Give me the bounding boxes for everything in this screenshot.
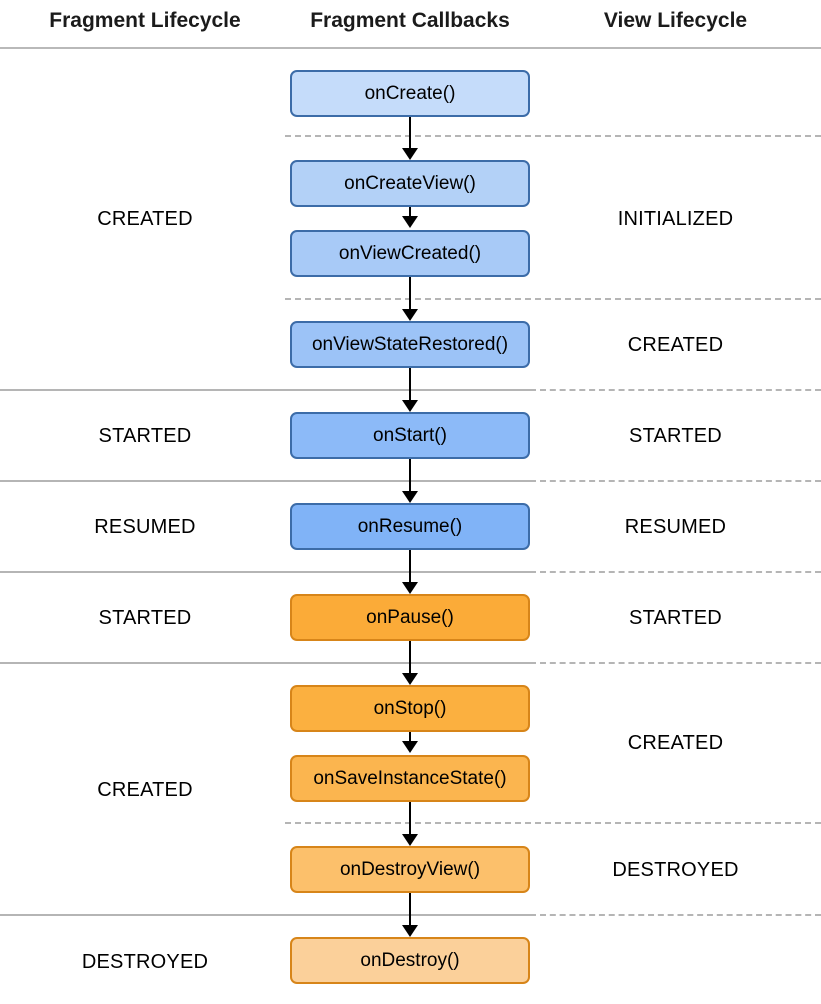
- arrow-head-4: [402, 400, 418, 412]
- view-state-initialized: INITIALIZED: [617, 208, 734, 230]
- arrow-head-9: [402, 834, 418, 846]
- view-state-destroyed: DESTROYED: [612, 859, 739, 881]
- fragment-state-started-1: STARTED: [98, 425, 192, 447]
- callback-box-onpause[interactable]: onPause(): [290, 594, 530, 641]
- arrow-line-7: [409, 641, 411, 674]
- arrow-line-2: [409, 207, 411, 218]
- arrow-head-7: [402, 673, 418, 685]
- divider-solid-started-created: [0, 662, 536, 664]
- arrow-head-5: [402, 491, 418, 503]
- callback-label-ondestroyview: onDestroyView(): [339, 858, 481, 880]
- divider-dashed-created-destroyed: [540, 914, 821, 916]
- divider-dashed-started-created: [540, 662, 821, 664]
- callback-label-onsaveinstancestate: onSaveInstanceState(): [313, 767, 507, 789]
- view-state-resumed: RESUMED: [624, 516, 727, 538]
- callback-label-onviewstaterestored: onViewStateRestored(): [311, 333, 509, 355]
- arrow-line-4: [409, 368, 411, 401]
- arrow-head-1: [402, 148, 418, 160]
- divider-solid-created-destroyed: [0, 914, 536, 916]
- callback-box-onstop[interactable]: onStop(): [290, 685, 530, 732]
- arrow-line-3: [409, 277, 411, 310]
- callback-label-onstart: onStart(): [373, 424, 447, 446]
- view-state-started-2: STARTED: [629, 607, 722, 629]
- diagram-header: Fragment Lifecycle Fragment Callbacks Vi…: [0, 0, 821, 47]
- arrow-head-3: [402, 309, 418, 321]
- arrow-head-6: [402, 582, 418, 594]
- arrow-line-6: [409, 550, 411, 583]
- arrow-line-10: [409, 893, 411, 926]
- callback-box-onviewstaterestored[interactable]: onViewStateRestored(): [290, 321, 530, 368]
- fragment-state-destroyed: DESTROYED: [81, 951, 209, 973]
- callback-label-oncreateview: onCreateView(): [344, 172, 476, 194]
- column-header-fragment-lifecycle: Fragment Lifecycle: [49, 9, 241, 32]
- callback-box-oncreateview[interactable]: onCreateView(): [290, 160, 530, 207]
- callback-box-onviewcreated[interactable]: onViewCreated(): [290, 230, 530, 277]
- divider-solid-resumed-started: [0, 571, 536, 573]
- divider-dashed-after-oncreate: [285, 135, 821, 137]
- callback-label-ondestroy: onDestroy(): [360, 949, 460, 971]
- fragment-state-created-1: CREATED: [97, 208, 193, 230]
- column-header-view-lifecycle: View Lifecycle: [603, 9, 748, 32]
- callback-box-onresume[interactable]: onResume(): [290, 503, 530, 550]
- divider-dashed-resumed-started: [540, 571, 821, 573]
- callback-label-oncreate: onCreate(): [364, 82, 456, 104]
- callback-label-onpause: onPause(): [366, 606, 454, 628]
- callback-box-oncreate[interactable]: onCreate(): [290, 70, 530, 117]
- view-state-created-2: CREATED: [627, 732, 724, 754]
- fragment-state-resumed: RESUMED: [94, 516, 196, 538]
- arrow-line-9: [409, 802, 411, 835]
- callback-label-onstop: onStop(): [373, 697, 447, 719]
- arrow-head-10: [402, 925, 418, 937]
- callback-label-onresume: onResume(): [357, 515, 463, 537]
- arrow-line-1: [409, 117, 411, 150]
- divider-dashed-after-onviewcreated: [285, 298, 821, 300]
- header-divider: [0, 47, 821, 49]
- callback-box-ondestroy[interactable]: onDestroy(): [290, 937, 530, 984]
- callback-box-onstart[interactable]: onStart(): [290, 412, 530, 459]
- fragment-state-started-2: STARTED: [98, 607, 192, 629]
- callback-label-onviewcreated: onViewCreated(): [338, 242, 482, 264]
- callback-box-ondestroyview[interactable]: onDestroyView(): [290, 846, 530, 893]
- divider-dashed-started-resumed: [540, 480, 821, 482]
- divider-dashed-after-onsaveinstancestate: [285, 822, 821, 824]
- divider-solid-created-started: [0, 389, 536, 391]
- callback-box-onsaveinstancestate[interactable]: onSaveInstanceState(): [290, 755, 530, 802]
- divider-dashed-created-started: [540, 389, 821, 391]
- view-state-started-1: STARTED: [629, 425, 722, 447]
- view-state-created-1: CREATED: [627, 334, 724, 356]
- fragment-state-created-2: CREATED: [97, 779, 193, 801]
- arrow-head-2: [402, 216, 418, 228]
- arrow-line-8: [409, 732, 411, 743]
- arrow-line-5: [409, 459, 411, 492]
- arrow-head-8: [402, 741, 418, 753]
- column-header-fragment-callbacks: Fragment Callbacks: [310, 9, 510, 32]
- divider-solid-started-resumed: [0, 480, 536, 482]
